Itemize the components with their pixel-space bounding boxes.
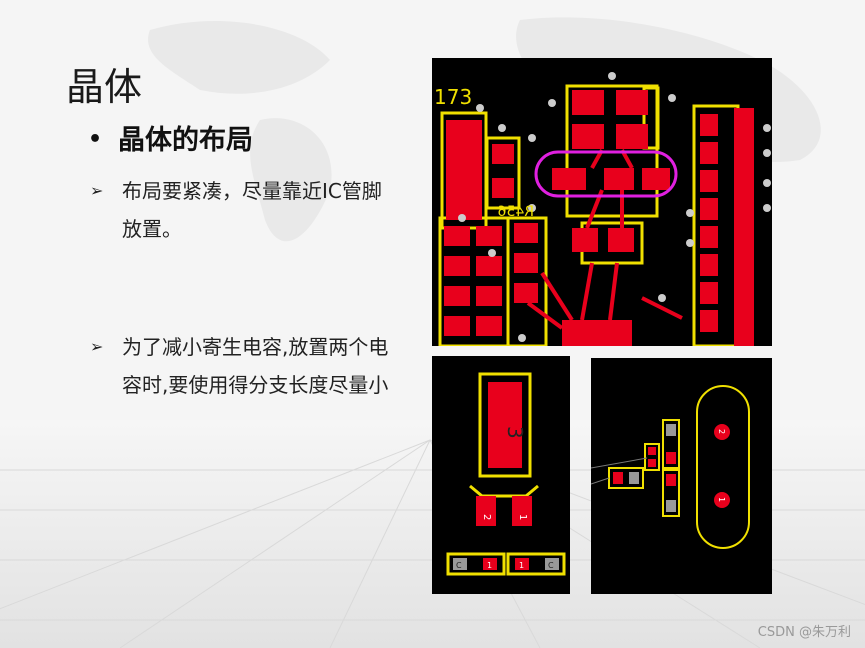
cap-label-1: 1 [487,561,492,570]
pcb-bottom-right-drawing: 2 1 [591,385,750,549]
pcb-top-drawing: 173 R456 [434,72,771,346]
arrow-bullet-icon: ➢ [90,337,104,356]
slide-title: 晶体 [66,65,143,109]
cap-label-c: C [548,561,554,570]
watermark: CSDN @朱万利 [757,625,851,640]
sub-point-1: ➢ 布局要紧凑，尽量靠近IC管脚放置。 [90,172,390,248]
crystal-pad-label: 3 [503,426,527,439]
pad-label-2: 2 [481,514,492,520]
pad-label-1: 1 [717,497,726,502]
sub-point-2: ➢ 为了减小寄生电容,放置两个电容时,要使用得分支长度尽量小 [90,328,390,404]
pad-label-1: 1 [517,514,528,520]
sub-point-2-text: 为了减小寄生电容,放置两个电容时,要使用得分支长度尽量小 [122,335,389,397]
pcb-layout-image-bottom-right: 2 1 [591,358,772,594]
pcb-layout-image-bottom-left: 3 2 1 C 1 1 C [432,356,570,594]
pad-label-2: 2 [717,429,726,434]
arrow-bullet-icon: ➢ [90,181,104,200]
crystal-highlight-ring [534,150,678,198]
pcb-ref-label: 173 [434,85,472,109]
bullet-heading-text: 晶体的布局 [118,125,253,156]
pcb-bottom-left-drawing: 3 2 1 C 1 1 C [446,372,566,576]
pcb-mirrored-label: R456 [497,204,534,220]
bullet-dot-icon: • [88,127,103,152]
sub-point-1-text: 布局要紧凑，尽量靠近IC管脚放置。 [122,179,382,241]
pcb-layout-image-top: 173 R456 [432,58,772,346]
cap-label-1: 1 [519,561,524,570]
cap-label-c: C [456,561,462,570]
bullet-heading: • 晶体的布局 [88,118,253,157]
